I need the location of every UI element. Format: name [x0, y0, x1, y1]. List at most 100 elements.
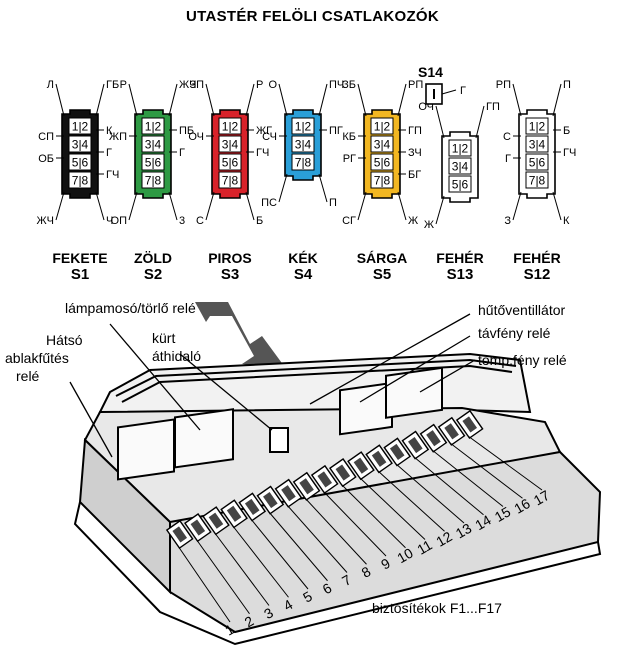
connector-s14-id: S14	[418, 64, 443, 80]
wire-label: Б	[563, 125, 570, 137]
fuse-number: 10	[394, 544, 416, 566]
fuse-leader	[231, 525, 289, 598]
fuse	[238, 492, 267, 522]
connector-s4-name: KÉK	[288, 250, 318, 266]
wire-line	[512, 83, 522, 117]
fuse-leader	[286, 504, 348, 573]
pin-label: 1|2	[529, 120, 546, 134]
pin-cell	[68, 117, 92, 135]
wire-label: С	[196, 215, 204, 227]
fuse-leader	[431, 449, 504, 507]
fuse-leader	[195, 538, 250, 615]
wire-label: РП	[496, 79, 511, 91]
wire-label: ГП	[408, 125, 422, 137]
fuse-leader	[467, 435, 543, 491]
fuse	[310, 464, 339, 495]
wire-label: 3	[179, 215, 185, 227]
pin-label: 5|6	[529, 156, 546, 170]
pin-cell	[370, 135, 394, 153]
fuse	[274, 478, 303, 508]
pin-label: 5|6	[72, 156, 89, 170]
label-hatso-line1: Hátsó	[46, 332, 83, 348]
wire-line	[475, 105, 485, 139]
pin-label: 3|4	[529, 138, 546, 152]
wire-line	[357, 191, 367, 221]
wire-line	[55, 191, 65, 221]
pin-cell	[525, 135, 549, 153]
wire-line	[95, 191, 105, 221]
pin-cell	[291, 135, 315, 153]
pin-label: 3|4	[72, 138, 89, 152]
wire-label: ОЧ	[188, 131, 204, 143]
label-biztositekok: biztosítékok F1...F17	[372, 600, 502, 616]
fuse-element	[408, 437, 423, 454]
fuse	[202, 506, 230, 536]
pin-label: 7|8	[145, 174, 162, 188]
wire-line	[205, 191, 215, 221]
connector-s4-id: S4	[293, 266, 313, 283]
fuse-element	[263, 492, 278, 509]
wire-label: КБ	[342, 131, 356, 143]
fuse	[256, 485, 285, 515]
wire-label: Г	[179, 147, 185, 159]
pin-cell	[141, 153, 165, 171]
fuse	[184, 513, 212, 543]
wire-label: СГ	[342, 215, 356, 227]
label-hatso-line3: relé	[16, 368, 40, 384]
pin-label: 7|8	[374, 174, 391, 188]
wire-line	[357, 83, 367, 117]
wire-label: О	[268, 79, 277, 91]
wire-label: ЖЧ	[179, 79, 197, 91]
wire-label: ОП	[111, 215, 128, 227]
pin-label: 5|6	[222, 156, 239, 170]
pin-cell	[68, 171, 92, 189]
wire-label: Л	[47, 79, 54, 91]
fuse-leader	[177, 545, 231, 623]
wire-label: Ж	[408, 215, 418, 227]
fuse-element	[371, 450, 387, 467]
wire-label: СЧ	[262, 131, 277, 143]
fuse	[437, 416, 466, 446]
fuse-element	[299, 478, 314, 495]
wire-line	[435, 105, 445, 139]
label-hatso-line2: ablakfűtés	[5, 350, 69, 366]
fuse	[401, 430, 430, 460]
pin-cell	[218, 117, 242, 135]
label-kurt-line2: áthidaló	[152, 348, 202, 364]
wire-label: ЗЧ	[408, 147, 422, 159]
fuse-element	[226, 505, 242, 522]
wire-label: С	[503, 131, 511, 143]
pin-label: 5|6	[452, 178, 469, 192]
wire-label: Г	[460, 85, 466, 97]
fuse	[347, 451, 375, 481]
wire-label: К	[106, 125, 113, 137]
pin-label: 3|4	[452, 160, 469, 174]
pin-cell	[370, 117, 394, 135]
wire-label: Р	[256, 79, 263, 91]
pin-cell	[370, 171, 394, 189]
wire-line	[245, 83, 255, 117]
fuse-element	[281, 485, 296, 502]
fuse-element	[462, 416, 478, 433]
label-lampamoso-rele: lámpamosó/törlő relé	[65, 300, 196, 316]
leader-lines	[69, 313, 476, 458]
fuse	[455, 409, 484, 440]
wire-label: Ч	[106, 215, 113, 227]
pin-cell	[141, 117, 165, 135]
pin-label: 5|6	[374, 156, 391, 170]
connector-s3-id: S3	[220, 266, 240, 283]
fuse-leader	[268, 511, 328, 582]
fuse-number: 13	[453, 520, 475, 542]
pin-label: 7|8	[72, 174, 89, 188]
fuse-element	[335, 464, 351, 481]
wire-line	[278, 173, 288, 203]
pin-label: 3|4	[295, 138, 312, 152]
pin-cell	[525, 117, 549, 135]
pin-cell	[525, 171, 549, 189]
label-hutoventillator: hűtőventillátor	[478, 302, 566, 318]
wire-label: ГЧ	[106, 169, 119, 181]
